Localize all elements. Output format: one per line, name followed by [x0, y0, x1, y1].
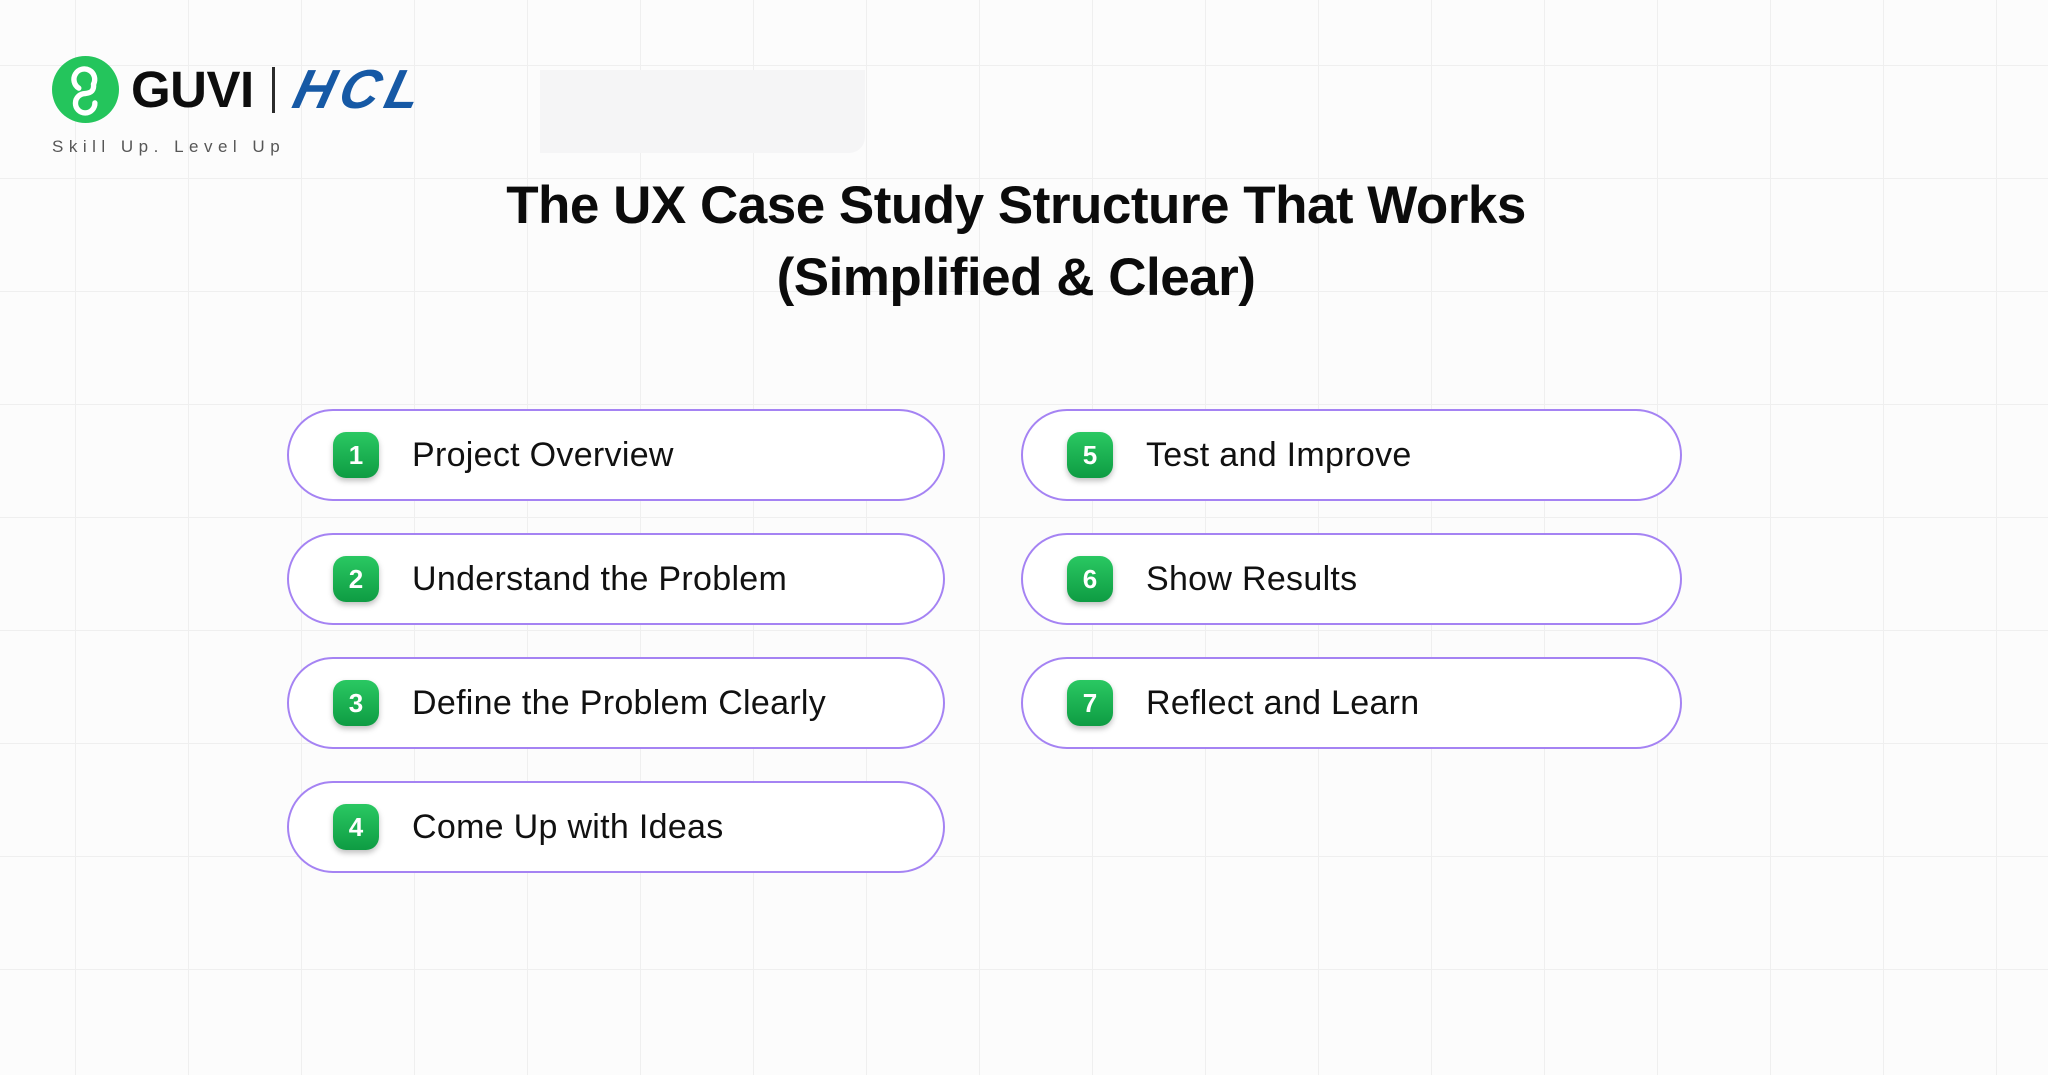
- step-number-badge: 5: [1067, 432, 1113, 478]
- step-number-badge: 6: [1067, 556, 1113, 602]
- step-number-badge: 4: [333, 804, 379, 850]
- step-label: Define the Problem Clearly: [412, 683, 827, 722]
- logo-divider: [271, 66, 275, 113]
- step-pill: 6 Show Results: [1021, 533, 1682, 625]
- step-label: Project Overview: [412, 435, 674, 474]
- step-number-badge: 1: [333, 432, 379, 478]
- hcl-wordmark: HCL: [287, 58, 434, 120]
- brand-header: GUVI HCL Skill Up. Level Up: [52, 56, 434, 157]
- step-number: 2: [348, 564, 364, 594]
- steps-column-right: 5 Test and Improve 6 Show Results 7 Refl…: [1021, 409, 1682, 781]
- step-number-badge: 3: [333, 680, 379, 726]
- page-title-line1: The UX Case Study Structure That Works: [506, 176, 1526, 235]
- step-number: 7: [1082, 688, 1098, 718]
- step-label: Come Up with Ideas: [412, 807, 724, 846]
- step-label: Understand the Problem: [412, 559, 788, 598]
- step-pill: 1 Project Overview: [287, 409, 945, 501]
- step-pill: 7 Reflect and Learn: [1021, 657, 1682, 749]
- step-pill: 4 Come Up with Ideas: [287, 781, 945, 873]
- step-number-badge: 7: [1067, 680, 1113, 726]
- step-pill: 2 Understand the Problem: [287, 533, 945, 625]
- step-number-badge: 2: [333, 556, 379, 602]
- step-label: Test and Improve: [1146, 435, 1412, 474]
- step-number: 3: [348, 688, 364, 718]
- step-number: 1: [348, 440, 364, 470]
- page-title: The UX Case Study Structure That Works (…: [0, 170, 2032, 314]
- step-pill: 5 Test and Improve: [1021, 409, 1682, 501]
- step-label: Reflect and Learn: [1146, 683, 1420, 722]
- step-label: Show Results: [1146, 559, 1358, 598]
- step-number: 4: [348, 812, 364, 842]
- steps-column-left: 1 Project Overview 2 Understand the Prob…: [287, 409, 945, 905]
- step-number: 6: [1082, 564, 1098, 594]
- background-shade-block: [540, 70, 865, 153]
- step-number: 5: [1082, 440, 1098, 470]
- brand-tagline: Skill Up. Level Up: [52, 137, 286, 156]
- guvi-g-icon: [52, 56, 119, 123]
- page-title-line2: (Simplified & Clear): [776, 248, 1256, 307]
- guvi-wordmark: GUVI: [131, 61, 254, 118]
- step-pill: 3 Define the Problem Clearly: [287, 657, 945, 749]
